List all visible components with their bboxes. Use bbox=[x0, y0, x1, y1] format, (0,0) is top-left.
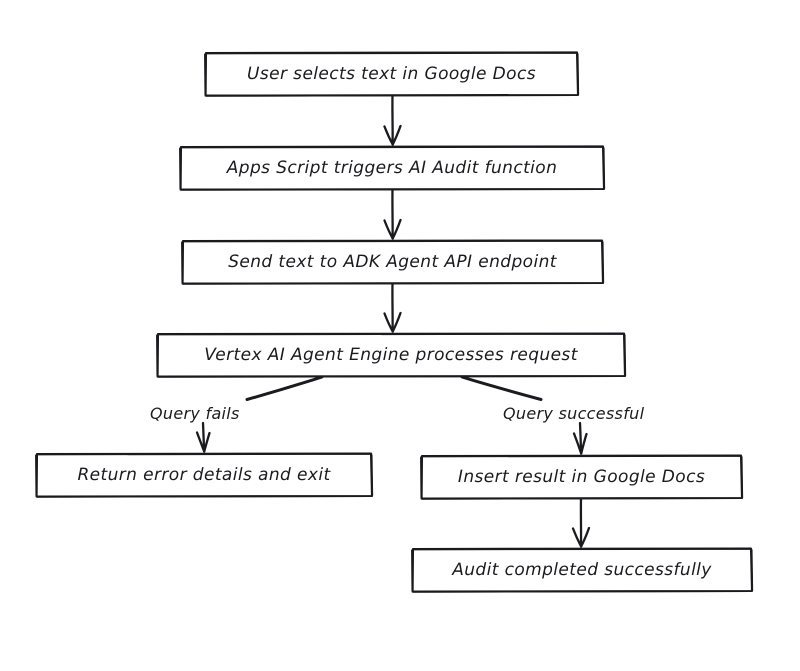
edge-n4-n6-arrow bbox=[572, 421, 588, 455]
edge-n1-n2 bbox=[383, 94, 402, 146]
node-label-n1[interactable]: User selects text in Google Docs bbox=[247, 64, 536, 84]
node-box-n2[interactable] bbox=[179, 145, 606, 191]
node-label-n6[interactable]: Insert result in Google Docs bbox=[457, 467, 706, 487]
edge-label-query-successful: Query successful bbox=[503, 404, 645, 423]
node-label-n7[interactable]: Audit completed successfully bbox=[452, 560, 712, 580]
node-box-n1[interactable] bbox=[204, 51, 580, 97]
edge-n4-n6-diagonal bbox=[460, 375, 543, 401]
node-box-n3[interactable] bbox=[181, 239, 605, 285]
edge-n3-n4 bbox=[383, 282, 402, 333]
node-box-n5[interactable] bbox=[35, 452, 374, 498]
node-label-n3[interactable]: Send text to ADK Agent API endpoint bbox=[228, 252, 557, 272]
node-label-n2[interactable]: Apps Script triggers AI Audit function bbox=[226, 158, 558, 178]
edge-n4-n5-diagonal bbox=[245, 375, 324, 401]
edge-n6-n7 bbox=[571, 497, 591, 548]
node-label-n5[interactable]: Return error details and exit bbox=[77, 465, 331, 485]
node-box-n7[interactable] bbox=[411, 547, 754, 593]
edge-n4-n5-arrow bbox=[195, 421, 211, 453]
node-box-n6[interactable] bbox=[420, 454, 744, 500]
node-box-n4[interactable] bbox=[156, 332, 627, 378]
edge-label-query-fails: Query fails bbox=[150, 404, 240, 423]
edge-n2-n3 bbox=[383, 188, 402, 240]
node-label-n4[interactable]: Vertex AI Agent Engine processes request bbox=[204, 345, 578, 365]
